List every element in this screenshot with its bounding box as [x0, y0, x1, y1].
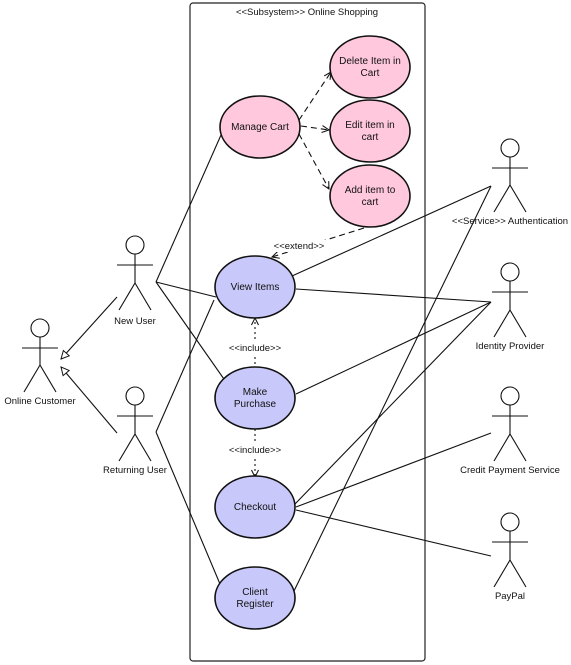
stick-figure-icon [117, 235, 153, 311]
include-label-view: <<include>> [229, 343, 282, 354]
generalization-returninguser [61, 367, 118, 434]
assoc-idp-makepurchase [295, 301, 492, 395]
use-case-label: Purchase [234, 399, 277, 410]
use-case-add-item[interactable]: Add item to cart [329, 164, 411, 228]
assoc-idp-checkout [294, 301, 492, 505]
use-case-label: Client [242, 587, 268, 598]
actor-paypal[interactable]: PayPal [492, 512, 528, 602]
extend-arrow-edit [300, 126, 329, 130]
assoc-newuser-makepurchase [155, 281, 227, 383]
use-case-label: Edit item in [345, 120, 394, 131]
use-case-make-purchase[interactable]: Make Purchase [214, 366, 296, 430]
actor-returning-user[interactable]: Returning User [103, 386, 167, 476]
actor-label: PayPal [495, 591, 525, 602]
extend-arrow-view [272, 227, 365, 257]
use-case-label: View Items [231, 282, 280, 293]
use-case-edit-item[interactable]: Edit item in cart [329, 99, 411, 163]
use-case-label: Manage Cart [231, 122, 289, 133]
actor-authentication[interactable]: <<Service>> Authentication [452, 138, 568, 227]
use-case-delete-item[interactable]: Delete Item in Cart [329, 35, 411, 99]
use-case-manage-cart[interactable]: Manage Cart [219, 95, 301, 159]
actor-new-user[interactable]: New User [114, 235, 156, 327]
use-case-label: Delete Item in [339, 56, 401, 67]
stick-figure-icon [22, 318, 58, 393]
stick-figure-icon [492, 262, 528, 338]
actor-online-customer[interactable]: Online Customer [4, 318, 76, 407]
actor-label: Credit Payment Service [460, 465, 560, 476]
extend-arrow-add [298, 133, 329, 189]
use-case-label: Checkout [234, 502, 276, 513]
generalization-lines [61, 296, 118, 434]
stick-figure-icon [492, 386, 528, 462]
actor-label: Returning User [103, 465, 167, 476]
use-case-label: cart [362, 197, 379, 208]
generalization-newuser [61, 296, 118, 359]
assoc-newuser-viewitems [155, 281, 217, 298]
assoc-returning-viewitems [155, 299, 215, 433]
association-lines [155, 134, 492, 592]
actor-label: Identity Provider [476, 341, 545, 352]
use-case-label: Cart [361, 68, 380, 79]
extend-arrow-delete [298, 72, 331, 121]
include-label-checkout: <<include>> [229, 445, 282, 456]
stick-figure-icon [492, 138, 528, 213]
assoc-auth-register [293, 185, 492, 592]
assoc-newuser-managecart [155, 134, 222, 283]
subsystem-title: <<Subsystem>> Online Shopping [236, 7, 378, 18]
actor-label: <<Service>> Authentication [452, 216, 568, 227]
assoc-credit-checkout [295, 432, 492, 508]
assoc-auth-viewitems [291, 185, 492, 277]
actor-label: Online Customer [4, 396, 75, 407]
stick-figure-icon [117, 386, 153, 462]
actor-label: New User [114, 316, 156, 327]
assoc-idp-viewitems [295, 288, 492, 303]
assoc-paypal-checkout [295, 509, 492, 557]
use-case-checkout[interactable]: Checkout [214, 475, 296, 539]
use-case-label: cart [362, 132, 379, 143]
use-case-label: Register [236, 599, 274, 610]
use-case-view-items[interactable]: View Items [214, 255, 296, 319]
actor-credit-payment-service[interactable]: Credit Payment Service [460, 386, 560, 476]
use-case-client-register[interactable]: Client Register [214, 566, 296, 630]
use-case-label: Make [243, 387, 268, 398]
subsystem-boundary: <<Subsystem>> Online Shopping [189, 2, 426, 662]
relationship-labels: <<extend>> <<include>> <<include>> [228, 240, 328, 456]
actor-identity-provider[interactable]: Identity Provider [476, 262, 545, 352]
assoc-returning-register [155, 431, 221, 585]
extend-label: <<extend>> [274, 241, 325, 252]
use-case-label: Add item to [345, 185, 396, 196]
stick-figure-icon [492, 512, 528, 588]
